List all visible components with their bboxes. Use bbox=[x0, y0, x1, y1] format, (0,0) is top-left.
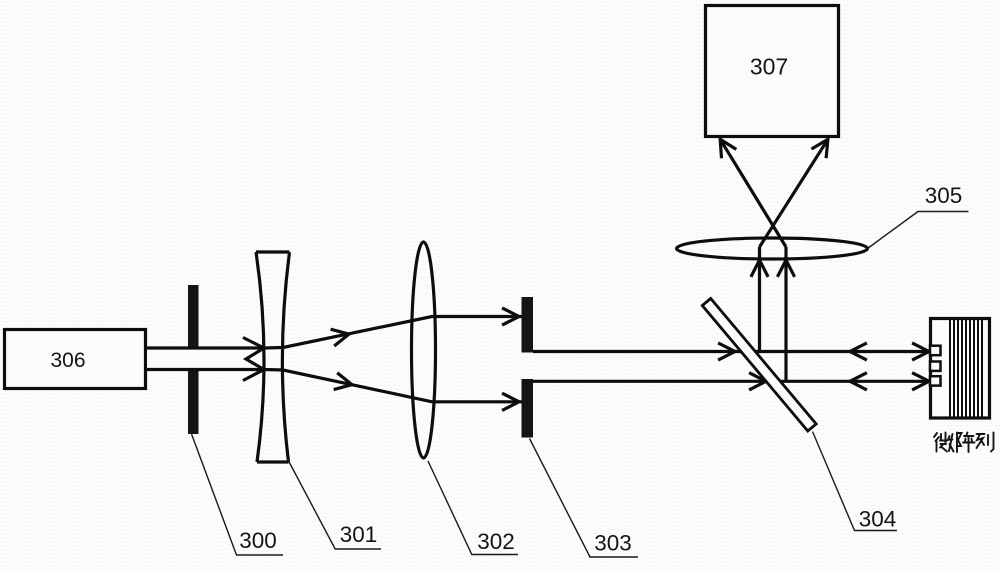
svg-text:300: 300 bbox=[239, 528, 277, 553]
svg-text:304: 304 bbox=[859, 507, 897, 532]
svg-text:303: 303 bbox=[594, 531, 632, 556]
svg-text:307: 307 bbox=[750, 54, 788, 80]
svg-text:305: 305 bbox=[925, 183, 963, 208]
svg-text:301: 301 bbox=[340, 522, 378, 547]
svg-text:306: 306 bbox=[50, 349, 85, 372]
svg-text:302: 302 bbox=[477, 529, 515, 554]
